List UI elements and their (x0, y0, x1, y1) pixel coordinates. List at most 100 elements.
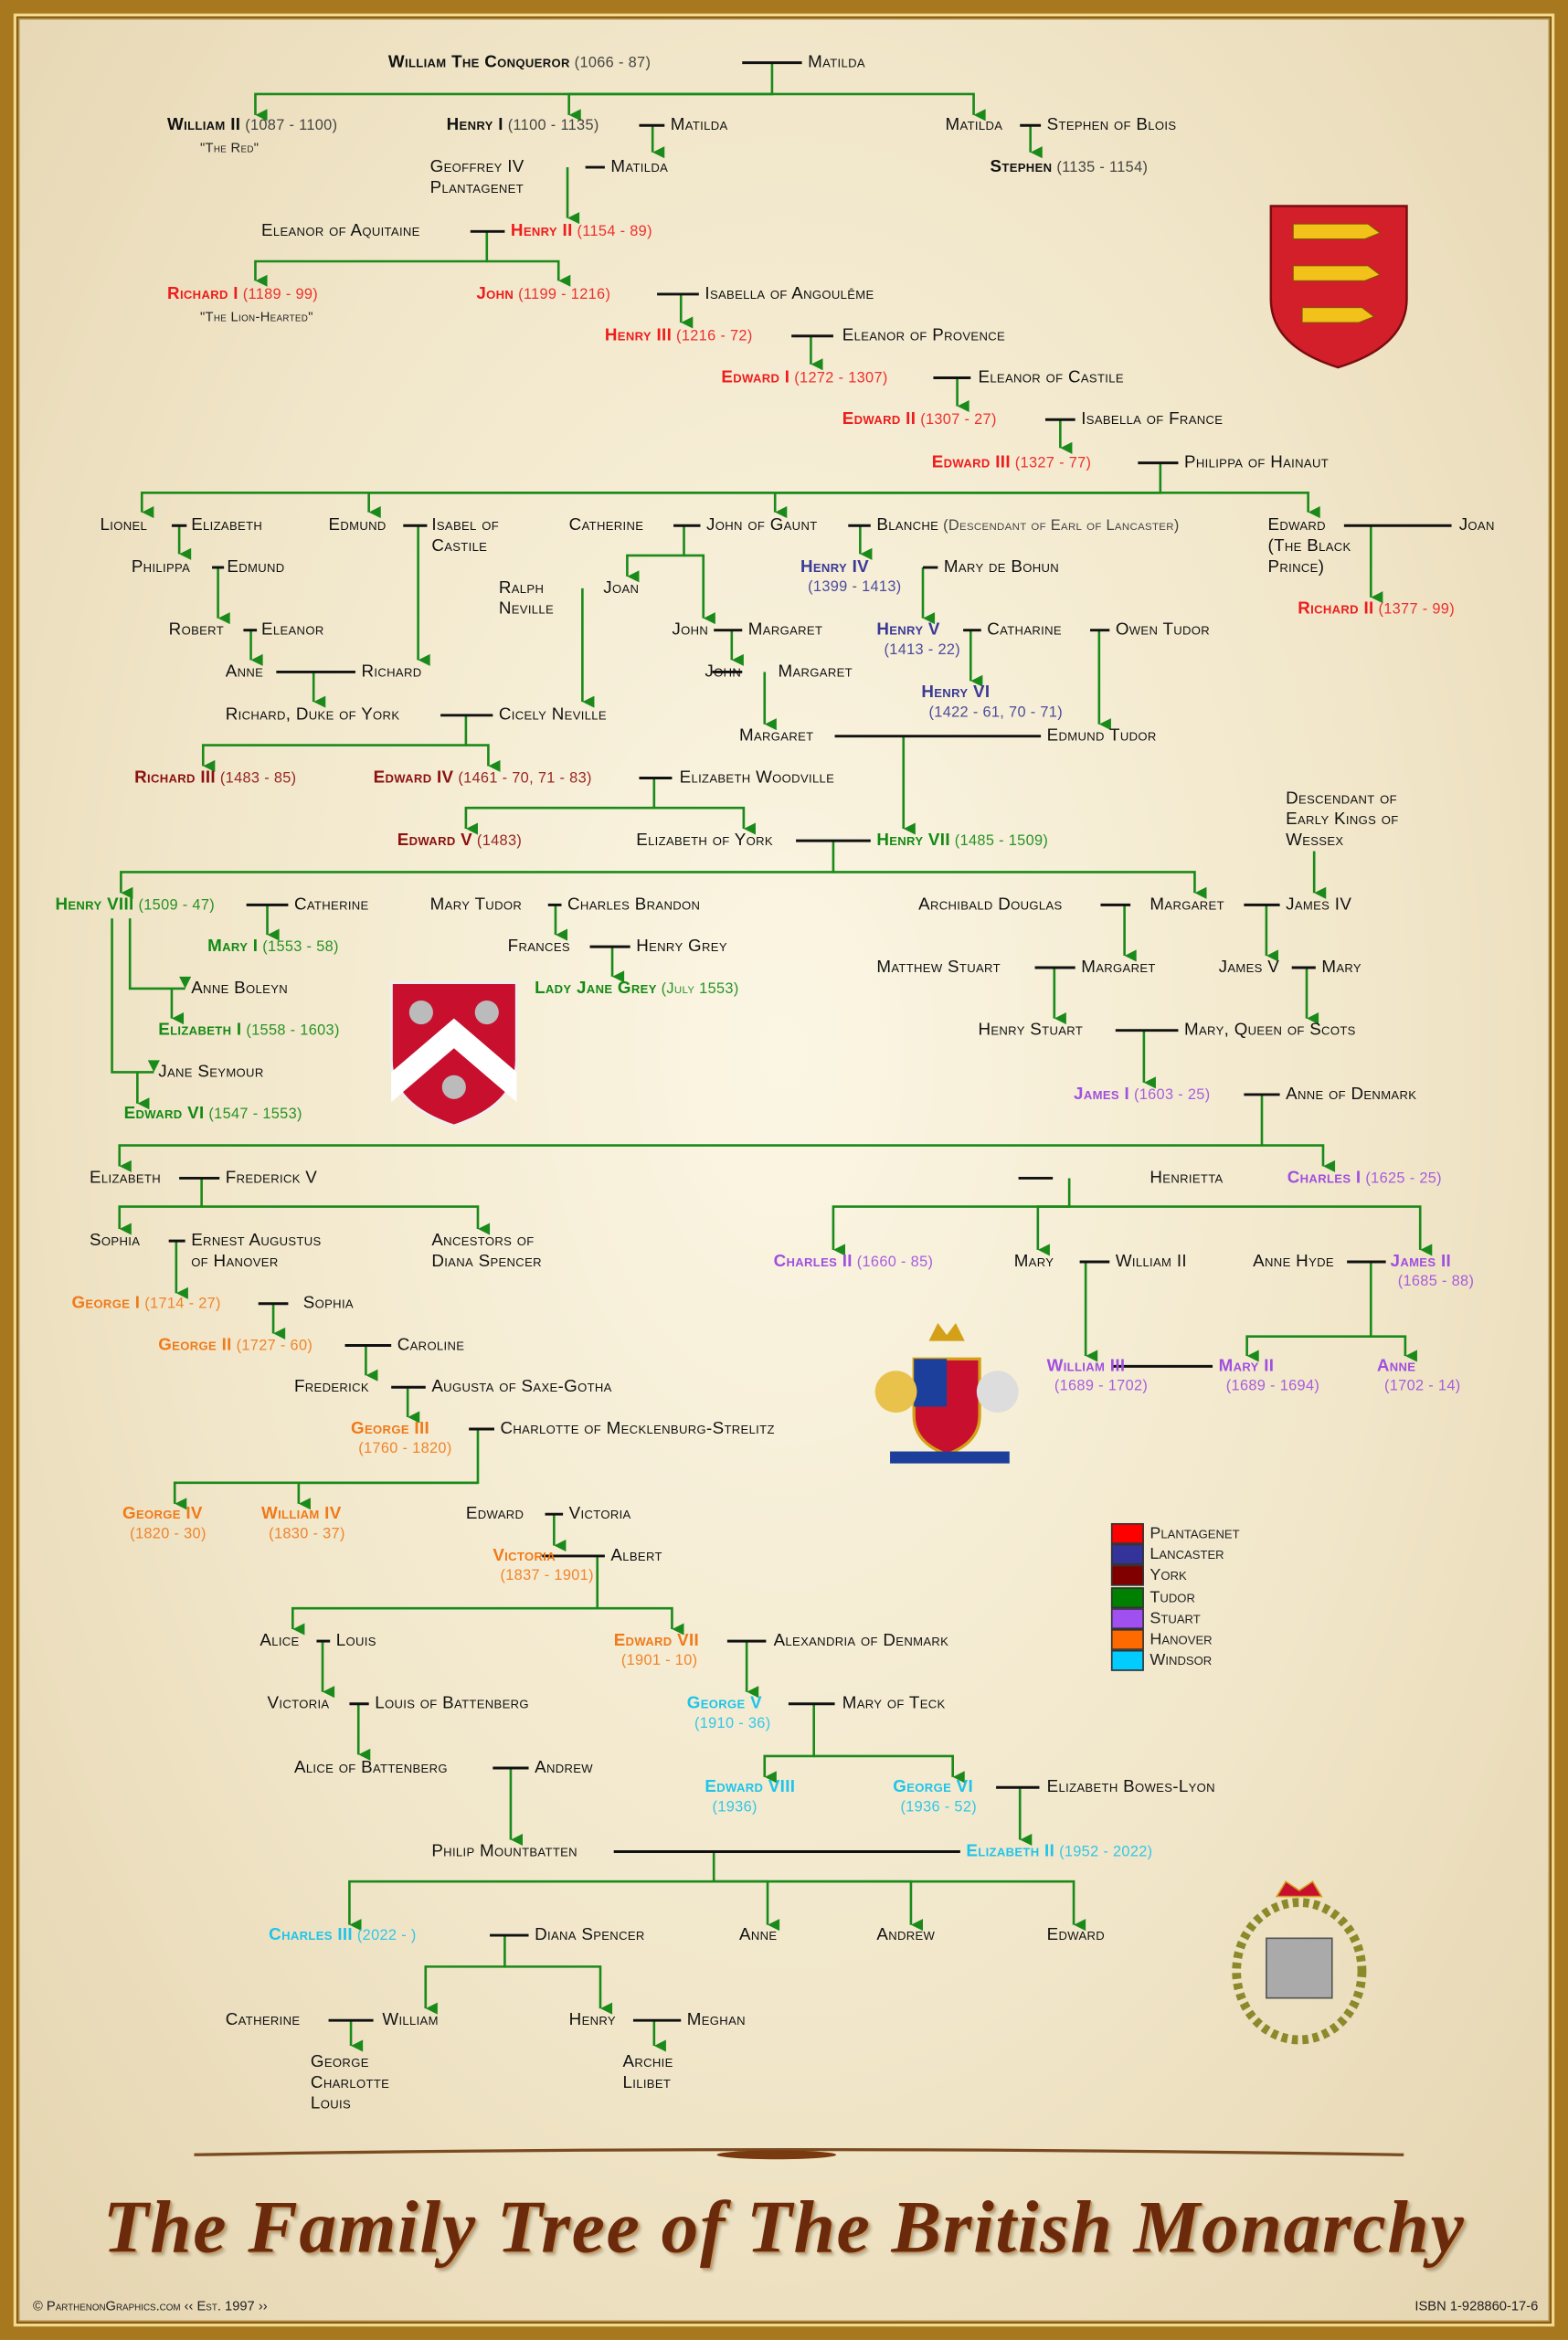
person-name: Henry IV (800, 558, 870, 577)
person-name: Charles III (269, 1926, 354, 1944)
person-name: Lady Jane Grey (535, 979, 657, 998)
person-node: Elizabeth (90, 1168, 161, 1189)
person-node: Matthew Stuart (876, 958, 1001, 979)
reign-dates: (1660 - 85) (856, 1254, 934, 1271)
person-name: Philippa (131, 558, 191, 577)
person-name: Mary Tudor (429, 895, 523, 915)
reign-dates: (1135 - 1154) (1056, 159, 1149, 176)
person-node: Mary (1014, 1252, 1054, 1273)
person-node: John (705, 662, 741, 683)
monarch-node: Henry III(1216 - 72) (605, 325, 753, 348)
person-node: Margaret (1150, 895, 1224, 916)
person-name: Henrietta (1150, 1169, 1224, 1188)
person-name: Descendant of Early Kings of Wessex (1286, 789, 1399, 850)
reign-dates: (1727 - 60) (236, 1338, 313, 1355)
person-name: Elizabeth (90, 1169, 162, 1188)
legend-swatch (1110, 1523, 1144, 1545)
person-node: Mary, Queen of Scots (1184, 1020, 1356, 1041)
person-name: James V (1218, 958, 1280, 977)
person-node: Eleanor (261, 619, 324, 641)
person-name: Anne (225, 662, 264, 682)
descent-line (597, 1606, 684, 1636)
reign-dates: (1558 - 1603) (246, 1022, 340, 1040)
person-name: Matilda (610, 158, 669, 176)
reign-dates: (1952 - 2022) (1059, 1844, 1153, 1861)
person-node: Frances (508, 937, 570, 958)
person-node: Elizabeth Woodville (680, 768, 835, 789)
person-name: Margaret (1081, 958, 1156, 977)
descent-line (464, 778, 656, 835)
reign-dates: (1377 - 99) (1378, 601, 1456, 619)
monarch-node: Victoria(1837 - 1901) (493, 1546, 594, 1588)
person-name: Catherine (568, 516, 644, 535)
descent-line (763, 1703, 816, 1784)
reign-dates: (1272 - 1307) (794, 370, 888, 387)
chevron-helmets-shield-icon (389, 980, 519, 1128)
person-node: Meghan (687, 2010, 746, 2031)
person-name: Eleanor of Aquitaine (261, 222, 420, 241)
descent-line (771, 92, 986, 122)
descent-line (120, 841, 835, 899)
person-name: Henry VI (921, 683, 991, 703)
reign-dates: (1199 - 1216) (518, 286, 611, 303)
legend-item: Plantagenet (1110, 1523, 1240, 1545)
descent-line (832, 871, 1207, 899)
person-node: Catherine (226, 2010, 301, 2031)
person-name: Isabella of France (1081, 410, 1224, 429)
person-name: Edward V (397, 831, 473, 850)
person-name: Edward II (842, 410, 916, 429)
person-node: Ernest Augustus of Hanover (191, 1231, 321, 1273)
reign-dates: (1760 - 1820) (358, 1441, 452, 1458)
person-node: Albert (610, 1546, 662, 1567)
reign-dates: (1461 - 70, 71 - 83) (458, 770, 592, 788)
descent-line (626, 525, 685, 583)
reign-dates: (1625 - 25) (1365, 1170, 1442, 1188)
person-name: William IV (261, 1505, 342, 1523)
person-name: George IV (122, 1505, 203, 1523)
monarch-node: Henry V(1413 - 22) (876, 619, 960, 662)
person-node: John of Gaunt (706, 515, 818, 536)
person-name: Edmund Tudor (1046, 726, 1157, 746)
person-name: Frederick V (225, 1169, 318, 1188)
legend-swatch (1110, 1607, 1144, 1629)
person-node: Philippa of Hainaut (1184, 452, 1329, 473)
person-node: Margaret (739, 725, 813, 746)
person-name: Frances (507, 937, 570, 956)
person-name: Jane Seymour (158, 1063, 264, 1082)
monarch-node: Elizabeth II(1952 - 2022) (966, 1841, 1152, 1864)
monarch-node: Edward II(1307 - 27) (842, 409, 997, 432)
person-name: Edmund (328, 516, 387, 535)
person-node: Ancestors of Diana Spencer (431, 1231, 542, 1273)
descent-line (254, 62, 774, 122)
reign-dates: (1603 - 25) (1133, 1086, 1211, 1104)
person-node: Catharine (987, 619, 1062, 641)
monarch-node: Mary I(1553 - 58) (207, 937, 339, 959)
person-node: Isabella of Angoulême (705, 284, 874, 305)
person-node: Henrietta (1150, 1168, 1223, 1189)
descent-line (201, 715, 468, 772)
person-node: Edward (1047, 1925, 1105, 1946)
person-node: Mary of Teck (842, 1693, 946, 1714)
reign-dates: (1547 - 1553) (208, 1106, 302, 1123)
descent-line (1160, 492, 1320, 519)
person-node: Anne of Denmark (1286, 1085, 1416, 1106)
person-node: Joan (1459, 515, 1495, 536)
person-name: Owen Tudor (1115, 620, 1211, 640)
reign-dates: (July 1553) (661, 980, 739, 998)
monarch-node: Edward VIII(1936) (705, 1777, 795, 1819)
person-node: Robert (169, 619, 224, 641)
descent-line (118, 1178, 203, 1235)
reign-dates: (1413 - 22) (884, 641, 961, 659)
person-name: Robert (168, 620, 225, 640)
legend-item: Stuart (1110, 1607, 1240, 1629)
person-name: John (705, 662, 742, 682)
person-node: Archibald Douglas (918, 895, 1063, 916)
person-name: Mary de Bohun (943, 558, 1060, 577)
monarch-node: Stephen(1135 - 1154) (991, 157, 1149, 180)
person-node: Cicely Neville (499, 704, 607, 725)
person-name: Richard I (167, 285, 238, 303)
person-name: Eleanor of Provence (842, 326, 1006, 345)
person-node: Margaret (748, 619, 822, 641)
person-node: Anne (226, 662, 263, 683)
person-node: Elizabeth (191, 515, 262, 536)
